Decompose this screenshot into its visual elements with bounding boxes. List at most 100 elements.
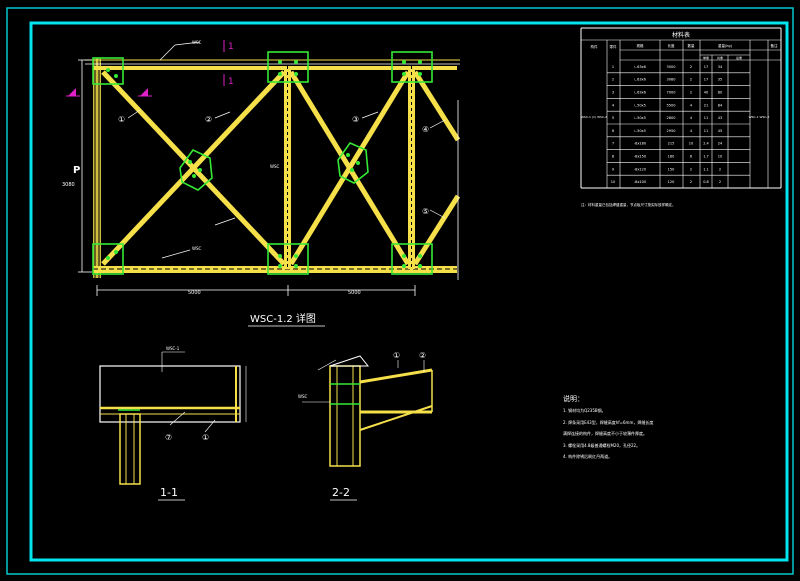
leader-lines — [127, 41, 446, 259]
inner-frame — [29, 21, 789, 562]
table-cell: 10 — [718, 155, 722, 159]
table-header: 零件 — [610, 44, 618, 49]
callout-5: ⑤ — [422, 207, 429, 216]
table-cell: ∟50x5 — [634, 103, 646, 107]
main-elevation: P 3080 5000 5000 1 1 ① ② ③ ④ ⑤ — [62, 40, 461, 296]
outer-frame — [6, 7, 794, 575]
gusset-plate — [267, 51, 309, 83]
table-cell: 6 — [612, 129, 614, 133]
diagonal-3b — [412, 194, 461, 266]
notes-line-3: 满焊连接的构件，焊缝高度不小于较薄件厚度。 — [563, 430, 647, 436]
section-cut-label-top: 1 — [228, 42, 234, 52]
table-subheader: 总重 — [736, 55, 742, 60]
table-cell: 2950 — [667, 129, 676, 133]
gusset-plate — [391, 243, 433, 275]
table-header: 长度 — [668, 43, 676, 48]
table-cell: 2800 — [667, 116, 676, 120]
table-cell: 43 — [718, 116, 722, 120]
sec1-tag-2: ⑦ — [165, 433, 172, 442]
table-cell: 34 — [718, 65, 723, 69]
table-cell: 10 — [689, 142, 693, 146]
table-cell: -8x150 — [634, 155, 646, 159]
table-cell: ∟63x6 — [634, 91, 646, 95]
table-cell: 17 — [704, 78, 708, 82]
notes-line-4: 3. 螺栓采用4.8级普通螺栓M20，孔径22。 — [563, 442, 640, 448]
callout-3: ③ — [352, 115, 359, 124]
notes-line-5: 4. 构件除锈后刷红丹两道。 — [563, 453, 612, 459]
table-cell: 3 — [612, 91, 614, 95]
callout-4: ④ — [422, 125, 429, 134]
notes-line-1: 1. 钢材均为Q235B钢。 — [563, 407, 606, 413]
table-cell: 17 — [704, 65, 708, 69]
table-cell: 45 — [718, 129, 722, 133]
table-cell: 84 — [718, 103, 723, 107]
table-cell: ∟50x5 — [634, 129, 646, 133]
table-cell: 2.4 — [703, 142, 709, 146]
bottom-chord — [93, 266, 457, 273]
section-1-beam — [99, 365, 241, 423]
table-cell: 2 — [719, 180, 721, 184]
table-cell: ∟50x5 — [634, 116, 646, 120]
member-tag-mid: WSC — [192, 246, 201, 251]
section-2-column — [329, 365, 361, 467]
section-2-2 — [302, 355, 433, 467]
table-cell: 4 — [612, 103, 615, 107]
table-cell: 215 — [668, 142, 675, 146]
table-cell: 9 — [612, 167, 614, 171]
table-cell: 40 — [704, 91, 708, 95]
table-cell: 7000 — [667, 91, 676, 95]
bottom-dimension-1: 5000 — [188, 290, 201, 296]
table-cell: 11 — [704, 129, 708, 133]
table-cell: 7 — [612, 142, 614, 146]
section-1-column — [119, 413, 141, 485]
table-cell: 6 — [690, 155, 692, 159]
table-cell: 2 — [690, 65, 692, 69]
left-column — [93, 58, 101, 278]
top-chord — [93, 66, 457, 70]
table-cell: 2 — [690, 180, 692, 184]
gusset-plate — [267, 243, 309, 275]
gusset-plate — [92, 57, 124, 85]
table-cell: 150 — [668, 167, 675, 171]
table-remark: WSC-1 WSC-2 — [749, 115, 770, 119]
table-cell: 8 — [612, 155, 614, 159]
table-cell: 2 — [690, 78, 692, 82]
table-cell: 2 — [690, 91, 692, 95]
table-subheader: 单重 — [703, 55, 709, 60]
table-cell: 1.1 — [703, 167, 709, 171]
table-cell: 35 — [718, 78, 722, 82]
diagonal-3a — [412, 70, 461, 142]
gusset-plate — [179, 148, 213, 191]
diagonal-1b — [101, 70, 286, 266]
table-group-label: WSC-1 (1) WSC-2 — [581, 115, 607, 119]
callout-1: ① — [118, 115, 125, 124]
table-cell: 4 — [690, 103, 693, 107]
table-cell: 1 — [612, 65, 614, 69]
height-dimension: 3080 — [62, 182, 75, 188]
gusset-plates — [92, 51, 433, 275]
sec1-tag-3: ① — [202, 433, 209, 442]
vertical-member-2 — [284, 66, 291, 269]
notes-heading: 说明： — [563, 394, 584, 403]
table-cell: ∟63x6 — [634, 78, 646, 82]
sec2-tag-1: ① — [393, 351, 400, 360]
table-cell: 1.7 — [703, 155, 709, 159]
table-cell: ∟63x6 — [634, 65, 646, 69]
table-cell: 3080 — [667, 78, 676, 82]
table-subheader: 共重 — [717, 55, 723, 60]
table-header: 备注 — [771, 43, 779, 48]
table-title: 材料表 — [672, 31, 690, 39]
sec2-tag-3: WSC — [298, 394, 307, 399]
table-cell: 11 — [704, 116, 708, 120]
gusset-plate — [337, 142, 369, 184]
notes-line-2: 2. 焊条采用E43型，焊缝高度hf=6mm，焊缝长度 — [563, 419, 653, 425]
table-cell: 4 — [690, 116, 693, 120]
notes-block: 说明： 1. 钢材均为Q235B钢。 2. 焊条采用E43型，焊缝高度hf=6m… — [563, 394, 653, 459]
vertical-member-3 — [408, 66, 415, 269]
member-tag-right: WSC — [270, 164, 279, 169]
table-cell: 10 — [611, 180, 615, 184]
table-cell: -8x100 — [634, 180, 646, 184]
table-cell: 2 — [719, 167, 721, 171]
dimension-lines — [78, 59, 416, 296]
